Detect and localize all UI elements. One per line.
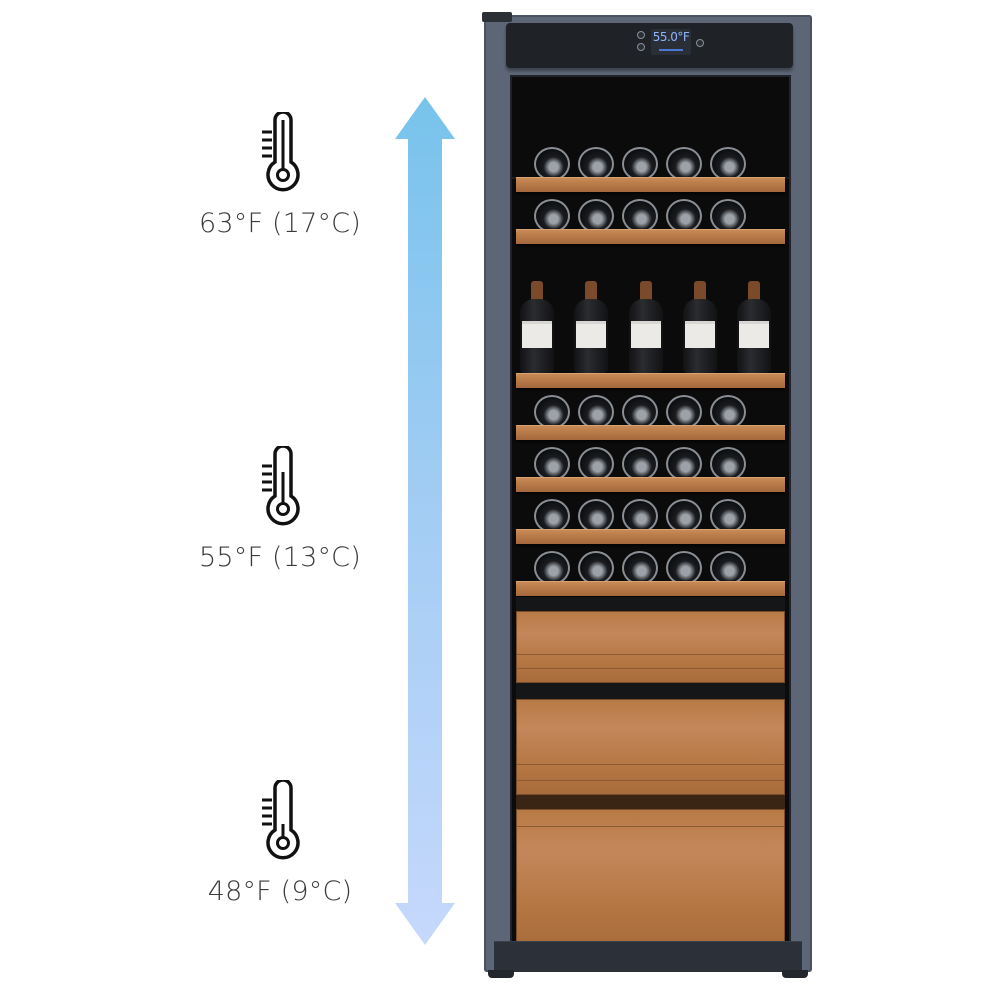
wine-cabinet: 55.0°F xyxy=(482,12,812,978)
cabinet-base xyxy=(494,941,802,972)
control-button-power[interactable] xyxy=(696,39,704,47)
thermometer-icon xyxy=(262,780,300,860)
thermometer-icon xyxy=(262,446,300,526)
shelf-6[interactable] xyxy=(516,529,785,544)
display-indicator xyxy=(659,49,683,51)
temp-zone-high: 63°F (17°C) xyxy=(170,112,390,239)
cabinet-foot-right xyxy=(782,970,808,978)
drawer-2[interactable] xyxy=(516,699,785,795)
shelf-4[interactable] xyxy=(516,425,785,440)
double-headed-arrow-icon xyxy=(395,97,455,945)
control-button-up[interactable] xyxy=(637,31,645,39)
temp-zone-medium: 55°F (13°C) xyxy=(170,446,390,573)
door-hinge xyxy=(482,12,512,22)
control-button-down[interactable] xyxy=(637,43,645,51)
shelf-2[interactable] xyxy=(516,229,785,244)
shelf-1[interactable] xyxy=(516,177,785,192)
drawer-1[interactable] xyxy=(516,611,785,683)
temp-zone-low: 48°F (9°C) xyxy=(170,780,390,907)
drawer-3[interactable] xyxy=(516,809,785,947)
temperature-display: 55.0°F xyxy=(651,29,691,55)
thermometer-icon xyxy=(262,112,300,192)
shelf-5[interactable] xyxy=(516,477,785,492)
cabinet-foot-left xyxy=(488,970,514,978)
temp-label-medium: 55°F (13°C) xyxy=(199,542,361,573)
cabinet-interior xyxy=(510,75,791,954)
display-temperature: 55.0°F xyxy=(652,30,690,44)
temp-label-high: 63°F (17°C) xyxy=(199,208,361,239)
temp-label-low: 48°F (9°C) xyxy=(207,876,353,907)
shelf-7[interactable] xyxy=(516,581,785,596)
shelf-3[interactable] xyxy=(516,373,785,388)
control-panel: 55.0°F xyxy=(506,23,793,68)
